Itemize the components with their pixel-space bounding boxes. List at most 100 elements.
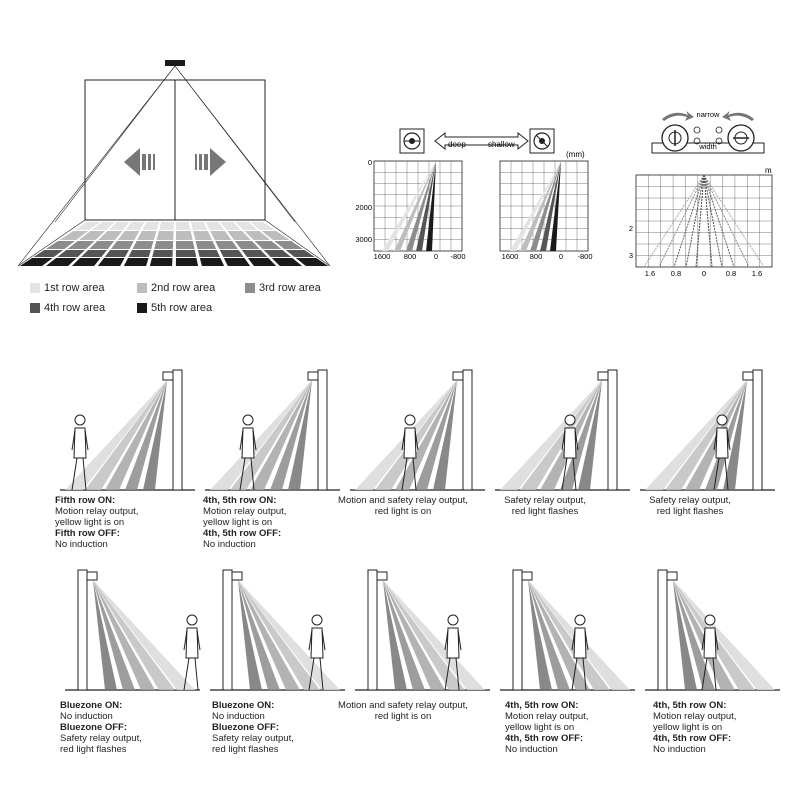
caption-line: red light flashes [212,744,279,755]
width-unit-label: m [765,166,772,175]
legend-item: 2nd row area [137,282,215,294]
detection-beam [105,380,167,490]
detection-beam [426,161,436,251]
detection-beam [238,580,280,690]
detection-beam [530,161,561,251]
door-post [367,569,378,691]
detection-beam [65,380,167,490]
y-tick: 2000 [355,203,372,212]
detection-beam [125,380,167,490]
floor-tile [67,241,95,249]
detection-beam [520,161,561,251]
dial-deep-icon [399,128,425,154]
width-label: width [698,142,717,151]
caption-heading: Fifth row OFF: [55,528,120,539]
caption-r2-3: Motion and safety relay output, red ligh… [328,700,478,722]
caption-line: Motion relay output, [653,711,737,722]
scene-r2-4 [500,569,635,691]
legend-item: 5th row area [137,302,212,314]
floor-tile [235,222,258,230]
width-chart-svg: narrow width m 2 3 1.6 0.8 0 0.8 1.6 [629,110,773,278]
floor-tile [152,250,173,257]
detection-beam [230,380,312,490]
scene-r1-5 [640,369,775,491]
width-beam [703,174,765,268]
person-icon [183,614,201,691]
floor-tile [137,231,157,240]
floor-tile [274,241,303,249]
detection-beam [383,580,445,690]
floor-tile [71,258,101,266]
detection-beam [383,580,407,690]
x-tick: 0 [434,252,438,261]
door-post [607,369,618,491]
shallow-label: shallow [488,140,515,149]
floor-tile [241,250,268,257]
caption-line: Motion and safety relay output, [338,700,468,711]
floor-tile [234,241,260,249]
detection-beam [250,380,312,490]
floor-tile [156,231,174,240]
floor-tile [98,231,123,240]
person-icon [561,414,579,491]
caption-line: Motion and safety relay output, [338,495,468,506]
legend-swatch [30,303,40,313]
floor-tile [244,231,271,240]
door-post [172,369,183,491]
depth-unit-label: (mm) [566,150,585,159]
scene-r2-5 [645,569,780,691]
caption-line: yellow light is on [505,722,575,733]
person-icon [71,414,89,491]
floor-tile [154,241,174,249]
sensor-head [86,571,98,581]
floor-detection-grid [19,222,329,266]
width-beam [703,174,713,268]
detection-beam [238,580,262,690]
caption-heading: 4th, 5th row ON: [203,495,277,506]
legend-swatch [137,283,147,293]
sensor-head [521,571,533,581]
x-tick: 1600 [374,252,391,261]
caption-r1-2: 4th, 5th row ON: Motion relay output, ye… [203,495,353,550]
floor-tile [271,258,303,266]
arrow-left-icon [124,148,155,176]
floor-tile [123,258,149,266]
person-icon [444,614,462,691]
y-tick: 2 [629,224,633,233]
floor-tile [104,250,129,257]
scene-r1-1 [60,369,195,491]
detection-beam [540,161,561,251]
legend-item: 1st row area [30,282,105,294]
caption-line: Safety relay output, [60,733,142,744]
door-post [222,569,233,691]
caption-line: No induction [505,744,558,755]
scene-r1-4 [495,369,630,491]
floor-tile [263,250,292,257]
floor-tile [91,222,115,230]
detection-beam [645,380,747,490]
floor-tile [210,231,232,240]
width-x-ticks: 1.6 0.8 0 0.8 1.6 [645,269,762,278]
width-beam [695,174,705,268]
detection-beam [210,380,312,490]
caption-line: No induction [212,711,265,722]
floor-tile [19,258,53,266]
detection-beam [433,380,457,490]
floor-tile [89,241,115,249]
caption-heading: Bluezone ON: [212,700,275,711]
x-tick: 0.8 [671,269,681,278]
y-tick: 3000 [355,235,372,244]
legend-label: 2nd row area [151,282,216,294]
floor-tile [261,231,290,240]
floor-tile [128,250,151,257]
detection-beam [406,161,436,251]
dial-shallow-icon [529,128,555,154]
depth-x-ticks-a: 1600 800 0 -800 [374,252,466,261]
caption-heading: 4th, 5th row ON: [653,700,727,711]
sensor-head [597,371,609,381]
floor-tile [33,250,64,257]
depth-adjust-section: deep shallow (mm) 0 2000 3000 1600 800 0… [355,125,610,265]
floor-tile [190,222,208,230]
caption-line: yellow light is on [55,517,125,528]
floor-tile [110,241,134,249]
